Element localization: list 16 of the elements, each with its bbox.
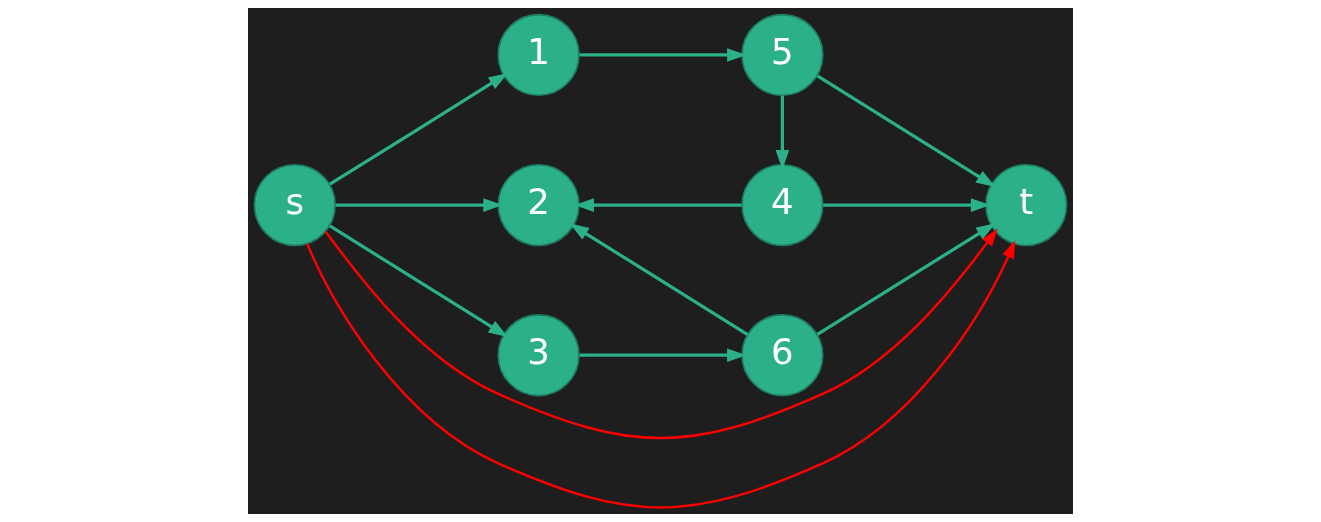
arrow — [329, 73, 508, 186]
arrow — [816, 74, 996, 187]
node-circle: 1 — [497, 13, 580, 97]
arrow — [816, 223, 996, 336]
node-circle: 5 — [741, 13, 824, 97]
arrow — [569, 223, 749, 336]
arrow — [324, 228, 998, 440]
arrow — [329, 224, 508, 338]
node-circle: t — [985, 163, 1068, 247]
node-circle: 3 — [497, 314, 580, 397]
node-circle: s — [253, 163, 336, 247]
node-circle: 4 — [741, 163, 824, 247]
arrow — [335, 198, 503, 212]
node-circle: 2 — [497, 163, 580, 247]
node-circle: 6 — [741, 314, 824, 397]
arrow — [306, 240, 1016, 509]
